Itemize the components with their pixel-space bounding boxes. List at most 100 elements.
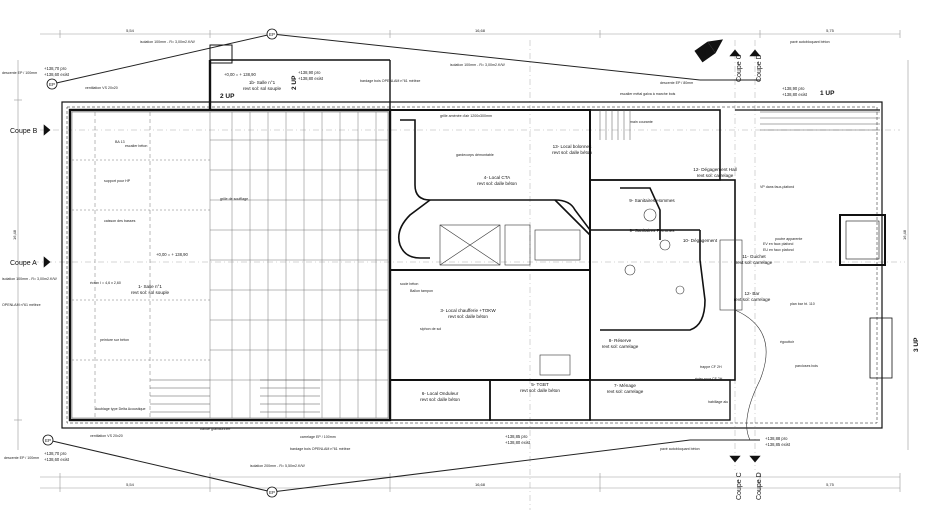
note-support-hp: support pour HP <box>104 179 131 183</box>
note-ballon: Ballon tampon <box>410 289 433 293</box>
ventilation-ducts <box>397 119 706 331</box>
dimension-lines <box>14 30 909 492</box>
note-isolation-top: isolation 100mm - R= 3,00m2.K/W <box>140 40 195 44</box>
section-coupe-d-bottom: Coupe D <box>756 472 763 500</box>
room-menage-name: 7- Ménage <box>614 383 636 388</box>
level-ep-top-left2: +138,60 exist <box>44 72 70 77</box>
note-peinture-beton: peinture sur béton <box>100 338 129 342</box>
note-socle: socle béton <box>400 282 418 286</box>
dim-top-c: 5,75 <box>826 28 835 33</box>
section-coupe-c-bottom: Coupe C <box>736 472 743 500</box>
note-ev-faux: EV en faux plafond <box>763 242 793 246</box>
room-menage-sub: revt sol: carrelage <box>607 389 644 394</box>
section-coupe-a: Coupe A <box>10 260 37 267</box>
note-escalier-beton: escalier béton <box>125 144 147 148</box>
note-siphon: siphon de sol <box>420 327 441 331</box>
level-top-center: +138,90 pro <box>298 70 321 75</box>
room-sanitaires-h: 9- Sanitaires Hommes <box>629 198 675 203</box>
note-bande-gravillonnee: bande gravillonnée <box>200 427 230 431</box>
section-coupe-c-top: Coupe C <box>736 54 743 82</box>
room-chaufferie-sub: revt sol: dalle béton <box>448 314 488 319</box>
note-ventilation-bot: ventilation VS 20x20 <box>90 434 123 438</box>
note-ba13: BA 13 <box>115 140 125 144</box>
note-doublage: doublage type Delta Acoustique <box>95 407 146 411</box>
room-bar-name: 12- Bar <box>744 291 760 296</box>
room-bolonnes-sub: revt sol: dalle béton <box>552 150 592 155</box>
wall-hatching <box>71 111 389 419</box>
dim-top-b: 16,68 <box>475 28 486 33</box>
note-faux-plafond: VP dans faux-plafond <box>760 185 794 189</box>
dim-bot-c: 5,75 <box>826 482 835 487</box>
note-habillage: habillage alu <box>708 400 728 404</box>
stair-up-1: 1 UP <box>820 90 835 97</box>
note-parcloses: parcloses bois <box>795 364 818 368</box>
ep-marker-bottom <box>266 486 278 498</box>
note-isolation-side: isolation 100mm - R= 3,00m2.K/W <box>2 277 57 281</box>
north-letter: N <box>700 48 707 58</box>
note-openlam-side: OPENLAM n°61 mélèze <box>2 303 41 307</box>
level-bot-center2: +138,80 exist <box>505 440 531 445</box>
note-ventilation-top: ventilation VS 20x20 <box>85 86 118 90</box>
level-bot-right: +138,88 pro <box>765 436 788 441</box>
level-salle2: +0,00 = + 138,90 <box>224 72 256 77</box>
walls <box>61 44 893 429</box>
level-bot-left: +138,70 pro <box>44 451 67 456</box>
room-salle1b-sub: revt sol: sol souple <box>243 86 281 91</box>
note-egouttoir: égouttoir <box>780 340 795 344</box>
note-main-courante: main courante <box>630 120 653 124</box>
stair-up-2a: 2 UP <box>291 75 298 90</box>
room-degagement-name: 12- Dégagement Hall <box>693 167 736 172</box>
note-grille-soufflage: grille de soufflage <box>220 197 248 201</box>
dim-top-a: 5,54 <box>126 28 135 33</box>
note-pave-bot: pavé autobloquant béton <box>660 447 700 451</box>
room-guichet-name: 11- Guichet <box>742 254 766 259</box>
note-grille-top: grille aménée d'air 1200x300mm <box>440 114 492 118</box>
note-isolation-bot: isolation 200mm - R= 5,50m2.K/W <box>250 464 305 468</box>
section-markers <box>43 49 761 463</box>
level-right2: +138,80 exist <box>782 92 808 97</box>
room-salle1-sub: revt sol: sol souple <box>131 290 169 295</box>
room-reserve-sub: revt sol: carrelage <box>602 344 639 349</box>
room-sanitaires-f: 9- Sanitaires Femmes <box>630 228 676 233</box>
ep-label-bl: EP <box>45 438 51 443</box>
room-chaufferie-name: 3- Local chaufferie +TOKW <box>440 308 496 313</box>
room-degagement-sub: revt sol: carrelage <box>697 173 734 178</box>
note-ecran: écran I = 4,6 x 2,60 <box>90 281 121 285</box>
level-bot-left2: +138,60 exist <box>44 457 70 462</box>
note-isolation-mid: isolation 100mm - R= 3,00m2.K/W <box>450 63 505 67</box>
room-cta-name: 4- Local CTA <box>484 175 511 180</box>
level-bot-right2: +138,85 exist <box>765 442 791 447</box>
section-coupe-b: Coupe B <box>10 128 38 135</box>
room-degagement2: 10- Dégagement <box>683 238 718 243</box>
room-onduleur-sub: revt sol: dalle béton <box>420 397 460 402</box>
note-gardecorps: gardecorps démontable <box>456 153 494 157</box>
stair-up-2b: 2 UP <box>220 93 235 100</box>
level-bot-center: +138,85 pro <box>505 434 528 439</box>
ep-marker-top <box>266 28 278 40</box>
note-poutre: poutre apparente <box>775 237 802 241</box>
stair-treads <box>150 110 880 413</box>
ep-markers <box>42 28 278 498</box>
note-escalier-metal: escalier métal galva à marche bois <box>620 92 676 96</box>
note-ep-side: carrelage EP / 100mm <box>300 435 336 439</box>
section-coupe-d-top: Coupe D <box>756 54 763 82</box>
note-descente-ep: descente EP / 80mm <box>660 81 693 85</box>
room-tgbt-sub: revt sol: dalle béton <box>520 388 560 393</box>
note-descente-ep2: descente EP / 100mm <box>4 456 39 460</box>
level-ep-top-left: +138,70 pro <box>44 66 67 71</box>
level-salle: +0,00 = + 138,90 <box>156 252 188 257</box>
room-salle1-name: 1- Salle n°1 <box>138 284 162 289</box>
dim-bot-a: 5,54 <box>126 482 135 487</box>
note-eu-faux: EU en faux plafond <box>763 248 794 252</box>
seating-grid <box>72 112 388 418</box>
note-caisson: caisson des basses <box>104 219 136 223</box>
room-guichet-sub: revt sol: carrelage <box>736 260 773 265</box>
room-tgbt-name: 5- TGBT <box>531 382 549 387</box>
level-top-center2: +138,80 exist <box>298 76 324 81</box>
room-onduleur-name: 6- Local Onduleur <box>422 391 459 396</box>
equipment <box>439 208 767 441</box>
note-pave-top: pavé autobloquant béton <box>790 40 830 44</box>
stair-up-3: 3 UP <box>913 337 920 352</box>
dim-bot-b: 16,68 <box>475 482 486 487</box>
